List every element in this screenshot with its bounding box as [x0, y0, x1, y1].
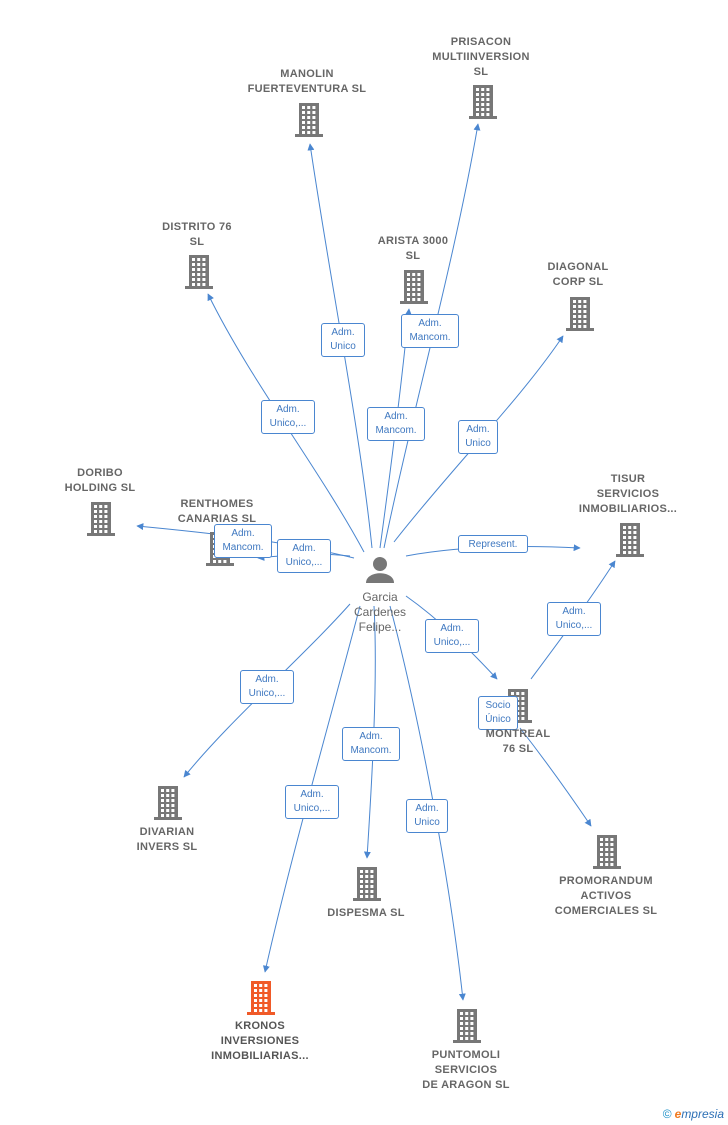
building-icon-kronos[interactable]: [247, 981, 275, 1015]
company-label-puntomoli[interactable]: PUNTOMOLI SERVICIOS DE ARAGON SL: [422, 1049, 510, 1091]
company-label-kronos[interactable]: KRONOS INVERSIONES INMOBILIARIAS...: [211, 1020, 309, 1062]
relation-label-montreal-promorandum[interactable]: Socio Único: [478, 696, 518, 730]
relation-label-person-dispesma[interactable]: Adm. Mancom.: [342, 727, 400, 761]
relation-label-person-puntomoli[interactable]: Adm. Unico: [406, 799, 448, 833]
company-label-tisur[interactable]: TISUR SERVICIOS INMOBILIARIOS...: [578, 473, 678, 515]
company-label-arista3000[interactable]: ARISTA 3000 SL: [377, 235, 449, 262]
relation-label-person-diagonal[interactable]: Adm. Unico: [458, 420, 498, 454]
company-label-doribo[interactable]: DORIBO HOLDING SL: [64, 467, 136, 494]
company-label-dispesma[interactable]: DISPESMA SL: [327, 907, 405, 919]
building-icon-tisur[interactable]: [616, 523, 644, 557]
building-icon-divarian[interactable]: [154, 786, 182, 820]
relation-label-person-arista3000[interactable]: Adm. Mancom.: [367, 407, 425, 441]
relation-label-person-kronos[interactable]: Adm. Unico,...: [285, 785, 339, 819]
building-icon-dispesma[interactable]: [353, 867, 381, 901]
company-label-prisacon[interactable]: PRISACON MULTIINVERSION SL: [432, 36, 530, 78]
company-label-divarian[interactable]: DIVARIAN INVERS SL: [136, 826, 198, 853]
relation-label-person-divarian[interactable]: Adm. Unico,...: [240, 670, 294, 704]
building-icon-promorandum[interactable]: [593, 835, 621, 869]
building-icon-puntomoli[interactable]: [453, 1009, 481, 1043]
relation-label-person-renthomes[interactable]: Adm. Unico,...: [277, 539, 331, 573]
building-icon-prisacon[interactable]: [469, 85, 497, 119]
building-icon-manolin[interactable]: [295, 103, 323, 137]
brand-footer: ©empresia: [663, 1107, 724, 1121]
copyright-icon: ©: [662, 1107, 672, 1121]
relation-label-person-distrito76[interactable]: Adm. Unico,...: [261, 400, 315, 434]
building-icon-distrito76[interactable]: [185, 255, 213, 289]
building-icon-doribo[interactable]: [87, 502, 115, 536]
person-name[interactable]: Garcia Cardenes Felipe...: [353, 590, 407, 634]
relation-edge-promorandum: [519, 727, 592, 827]
relation-label-person-doribo[interactable]: Adm. Mancom.: [214, 524, 272, 558]
company-label-renthomes[interactable]: RENTHOMES CANARIAS SL: [177, 498, 257, 525]
company-label-manolin[interactable]: MANOLIN FUERTEVENTURA SL: [247, 68, 367, 95]
relation-label-montreal-tisur[interactable]: Adm. Unico,...: [547, 602, 601, 636]
company-label-diagonal[interactable]: DIAGONAL CORP SL: [547, 261, 609, 288]
brand-name: mpresia: [681, 1107, 724, 1121]
relation-label-person-tisur[interactable]: Represent.: [458, 535, 528, 553]
company-label-promorandum[interactable]: PROMORANDUM ACTIVOS COMERCIALES SL: [554, 875, 658, 917]
company-label-montreal[interactable]: MONTREAL 76 SL: [485, 728, 551, 755]
relation-label-person-manolin[interactable]: Adm. Unico: [321, 323, 365, 357]
person-icon[interactable]: [366, 557, 394, 583]
building-icon-arista3000[interactable]: [400, 270, 428, 304]
relation-label-person-montreal[interactable]: Adm. Unico,...: [425, 619, 479, 653]
building-icon-diagonal[interactable]: [566, 297, 594, 331]
brand-initial: e: [674, 1107, 682, 1121]
company-label-distrito76[interactable]: DISTRITO 76 SL: [162, 221, 232, 248]
relation-label-person-prisacon[interactable]: Adm. Mancom.: [401, 314, 459, 348]
